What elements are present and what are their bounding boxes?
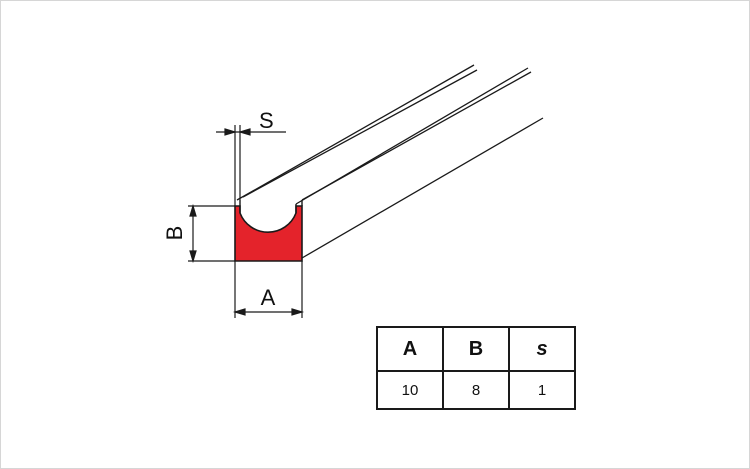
dimension-s (216, 125, 286, 206)
u-profile-cross-section (234, 205, 303, 262)
table-header-row: A B s (376, 326, 576, 372)
header-b: B (442, 326, 510, 372)
value-a: 10 (376, 370, 444, 410)
label-s: S (259, 108, 274, 133)
extrusion-lines (236, 64, 544, 259)
value-s: 1 (508, 370, 576, 410)
header-a: A (376, 326, 444, 372)
label-b: B (162, 226, 187, 241)
dimensions-table: A B s 10 8 1 (376, 326, 576, 410)
label-a: A (261, 285, 276, 310)
header-s: s (508, 326, 576, 372)
value-b: 8 (442, 370, 510, 410)
table-values-row: 10 8 1 (376, 370, 576, 410)
dimension-b (188, 203, 235, 264)
dimension-a (232, 261, 305, 318)
